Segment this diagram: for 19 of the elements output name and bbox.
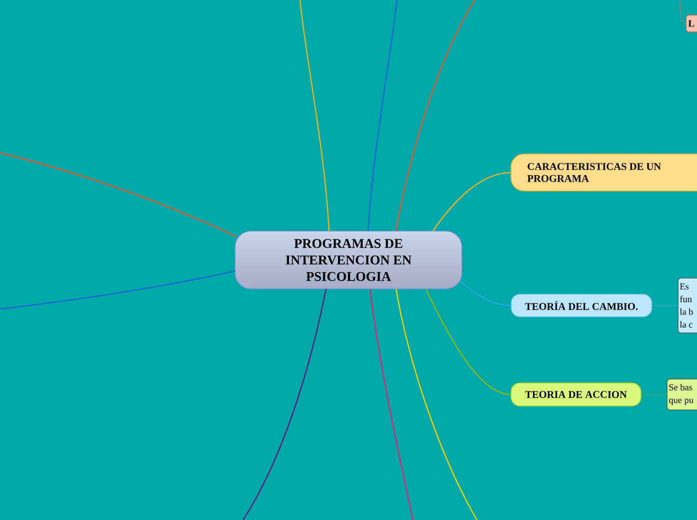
branch-line: [680, 0, 686, 24]
branch-line: [640, 394, 668, 395]
branch-line: [425, 288, 512, 396]
note-box: Se bas que pu: [666, 378, 697, 410]
topic-box: TEORIA DE ACCION: [510, 382, 642, 406]
branch-line: [460, 280, 512, 306]
branch-line: [367, 0, 398, 232]
topic-box: TEORÍA DEL CAMBIO.: [510, 294, 652, 318]
branch-line: [395, 288, 478, 520]
branch-line: [395, 0, 476, 232]
note-box: Es fun la b la c: [678, 278, 697, 334]
branch-line: [299, 0, 330, 232]
branch-line: [242, 288, 327, 520]
branch-line: [0, 270, 236, 310]
topic-box: L: [686, 14, 697, 32]
central-topic-box: PROGRAMAS DE INTERVENCION EN PSICOLOGIA: [234, 230, 462, 290]
branch-line: [0, 152, 238, 238]
branch-line: [369, 288, 414, 520]
topic-box: CARACTERISTICAS DE UN PROGRAMA: [510, 154, 697, 192]
